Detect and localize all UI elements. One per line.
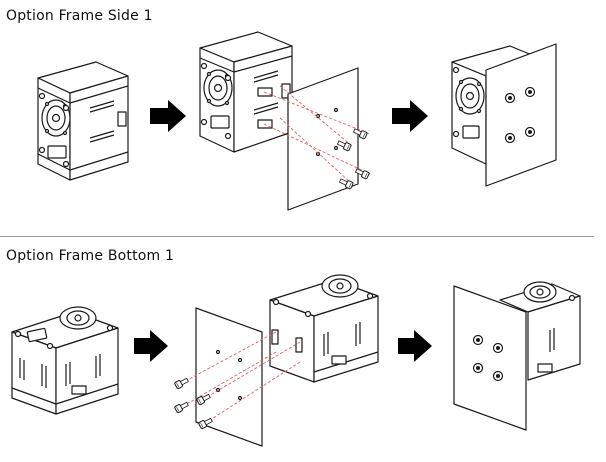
section-title-side: Option Frame Side 1 xyxy=(6,8,153,24)
screw-head-icon xyxy=(472,362,484,374)
screw-guide-lines xyxy=(179,331,301,425)
screw-head-icon xyxy=(504,92,516,104)
screw-head-icon xyxy=(524,86,536,98)
section-divider xyxy=(0,236,594,237)
servo-icon xyxy=(199,31,293,153)
screw-head-icon xyxy=(492,342,504,354)
arrow-right-icon xyxy=(398,330,432,362)
arrow-right-icon xyxy=(150,100,186,132)
screw-head-icon xyxy=(524,126,536,138)
servo-icon xyxy=(11,306,119,415)
frame-plate-icon xyxy=(485,43,557,187)
frame-plate-icon xyxy=(453,285,527,431)
servo-icon xyxy=(269,274,379,383)
screw-head-icon xyxy=(492,370,504,382)
screw-head-icon xyxy=(504,132,516,144)
screw-head-icon xyxy=(472,334,484,346)
servo-icon xyxy=(451,45,545,165)
arrow-right-icon xyxy=(134,330,168,362)
frame-plate-icon xyxy=(195,307,263,447)
arrow-right-icon xyxy=(392,100,428,132)
screw-icon xyxy=(173,376,190,390)
servo-icon xyxy=(37,61,129,181)
section-title-bottom: Option Frame Bottom 1 xyxy=(6,248,175,264)
screw-guide-lines xyxy=(263,85,371,185)
frame-plate-icon xyxy=(287,67,359,211)
servo-icon xyxy=(499,281,581,381)
screw-icon xyxy=(173,400,190,414)
